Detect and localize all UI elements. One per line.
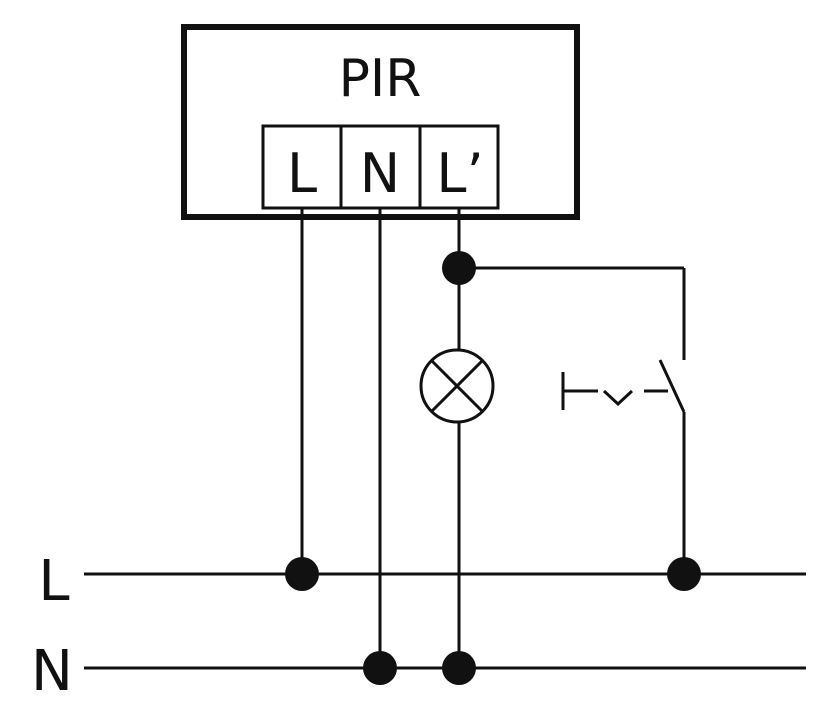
lamp-icon [419, 348, 495, 424]
line-bus-label: L [38, 549, 69, 614]
junction-dot [363, 651, 397, 685]
junction-dot [442, 251, 476, 285]
junction-dot [442, 651, 476, 685]
terminal-label-n: N [360, 142, 400, 205]
terminal-label-l-prime: L’ [436, 142, 483, 205]
pushbutton-switch-icon [561, 359, 686, 413]
junction-dot [667, 557, 701, 591]
junction-dot [285, 557, 319, 591]
pir-title: PIR [339, 49, 422, 109]
terminal-label-l: L [287, 142, 317, 205]
neutral-bus-label: N [31, 639, 73, 704]
